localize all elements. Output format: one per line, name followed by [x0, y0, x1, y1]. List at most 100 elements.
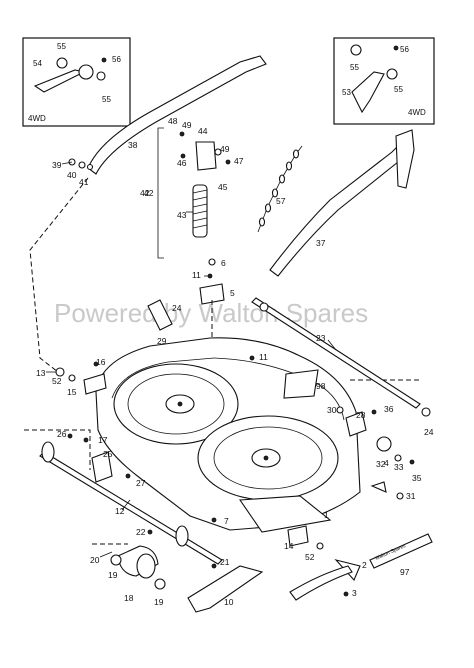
part-label: 2 — [362, 560, 367, 570]
spindle-right-hub — [263, 455, 269, 461]
part-label: 11 — [259, 352, 268, 362]
inset-right-frame — [333, 37, 435, 125]
link-strap — [289, 565, 353, 601]
inset-right-label: 53 — [342, 88, 351, 97]
bolt-3 — [343, 591, 349, 597]
bracket-42 — [157, 127, 164, 259]
blade-housing-right-inner — [213, 426, 323, 490]
axle-bracket-mid — [175, 525, 189, 547]
part-label: 31 — [406, 491, 416, 501]
rod-end-24 — [259, 302, 269, 312]
nut-7 — [211, 517, 217, 523]
part-label: 52 — [52, 376, 62, 386]
nut-41 — [86, 163, 94, 171]
part-label: 6 — [221, 258, 226, 268]
bolt-16 — [93, 361, 99, 367]
bolt-30 — [336, 406, 344, 414]
washer-52 — [68, 374, 76, 382]
wheel-19-right — [154, 578, 166, 590]
deck-rim-front — [111, 357, 215, 399]
part-label: 97 — [400, 567, 410, 577]
part-label: 23 — [316, 333, 326, 343]
part-label: 17 — [98, 435, 108, 445]
inset-right-label: 55 — [394, 85, 403, 94]
hidden-line-front — [24, 429, 91, 470]
part-label: 44 — [198, 126, 208, 136]
bolt-27 — [125, 473, 131, 479]
part-label: 18 — [124, 593, 134, 603]
chain-links — [258, 149, 300, 227]
bolt-11-deck — [249, 355, 255, 361]
spindle-left-hub — [177, 401, 183, 407]
part-label: 15 — [67, 387, 77, 397]
rod-end-24-right — [421, 407, 431, 417]
inset-left-screw — [101, 57, 107, 63]
washer-40 — [78, 161, 86, 169]
inset-right-bush-upper — [350, 44, 362, 56]
spring-coils — [192, 189, 208, 229]
part-label: 48 — [168, 116, 178, 126]
bolt-21 — [211, 563, 217, 569]
part-label: 40 — [67, 170, 77, 180]
decal-97: Walton Spares — [369, 533, 433, 569]
part-label: 98 — [316, 381, 326, 391]
inset-right: 56 55 55 53 4WD — [333, 37, 435, 125]
inset-right-bush-lower — [386, 68, 398, 80]
pin-35 — [409, 459, 415, 465]
inset-left-label: 55 — [57, 42, 66, 51]
wheel-19-left — [110, 554, 122, 566]
hook-6 — [208, 258, 216, 266]
deck-skirt-front — [238, 495, 332, 533]
lift-arm-rear-bracket — [395, 129, 415, 189]
bracket-14 — [287, 525, 309, 547]
part-label: 25 — [103, 449, 113, 459]
screw-48 — [179, 131, 185, 137]
roller-32 — [376, 436, 392, 452]
nut-17 — [83, 437, 89, 443]
nut-11-upper — [207, 273, 213, 279]
axle-bracket-left — [41, 441, 55, 463]
part-label: 57 — [276, 196, 286, 206]
part-label: 7 — [224, 516, 229, 526]
part-label: 26 — [57, 429, 67, 439]
watermark: Powered by Walton Spares — [54, 298, 368, 328]
part-label: 20 — [90, 555, 100, 565]
chain-57 — [257, 145, 303, 233]
part-label: 19 — [154, 597, 164, 607]
nut-46 — [180, 153, 186, 159]
part-label: 5 — [230, 288, 235, 298]
bracket-15 — [83, 373, 107, 395]
part-label: 11 — [192, 270, 201, 280]
part-label: 3 — [352, 588, 357, 598]
part-label: 12 — [115, 506, 125, 516]
inset-left: 55 56 54 55 4WD — [22, 37, 131, 127]
inset-right-screw — [393, 45, 399, 51]
washer-31 — [396, 492, 404, 500]
part-label: 32 — [376, 459, 386, 469]
inset-right-tag: 4WD — [408, 108, 426, 117]
part-labels: 39 40 41 38 42 48 49 44 46 49 47 45 43 5… — [36, 116, 434, 607]
inset-right-label: 56 — [400, 45, 409, 54]
part-label: 52 — [305, 552, 315, 562]
part-label: 46 — [177, 158, 187, 168]
part-label: 30 — [327, 405, 337, 415]
inset-right-label: 55 — [350, 63, 359, 72]
part-label: 29 — [157, 336, 167, 346]
part-label: 16 — [96, 357, 106, 367]
part-label: 37 — [316, 238, 326, 248]
part-label: 36 — [384, 404, 394, 414]
inset-left-frame — [22, 37, 131, 127]
bolt-26 — [67, 433, 73, 439]
part-label: 13 — [36, 368, 46, 378]
bracket-29 — [147, 299, 173, 331]
part-label: 21 — [220, 557, 230, 567]
part-label: 41 — [79, 177, 89, 187]
washer-49 — [214, 148, 222, 156]
bush-13 — [55, 367, 65, 377]
nut-33 — [394, 454, 402, 462]
part-label: 24 — [172, 303, 182, 313]
part-label: 47 — [234, 156, 244, 166]
part-label: 33 — [394, 462, 404, 472]
inset-left-label: 56 — [112, 55, 121, 64]
part-label: 39 — [52, 160, 62, 170]
